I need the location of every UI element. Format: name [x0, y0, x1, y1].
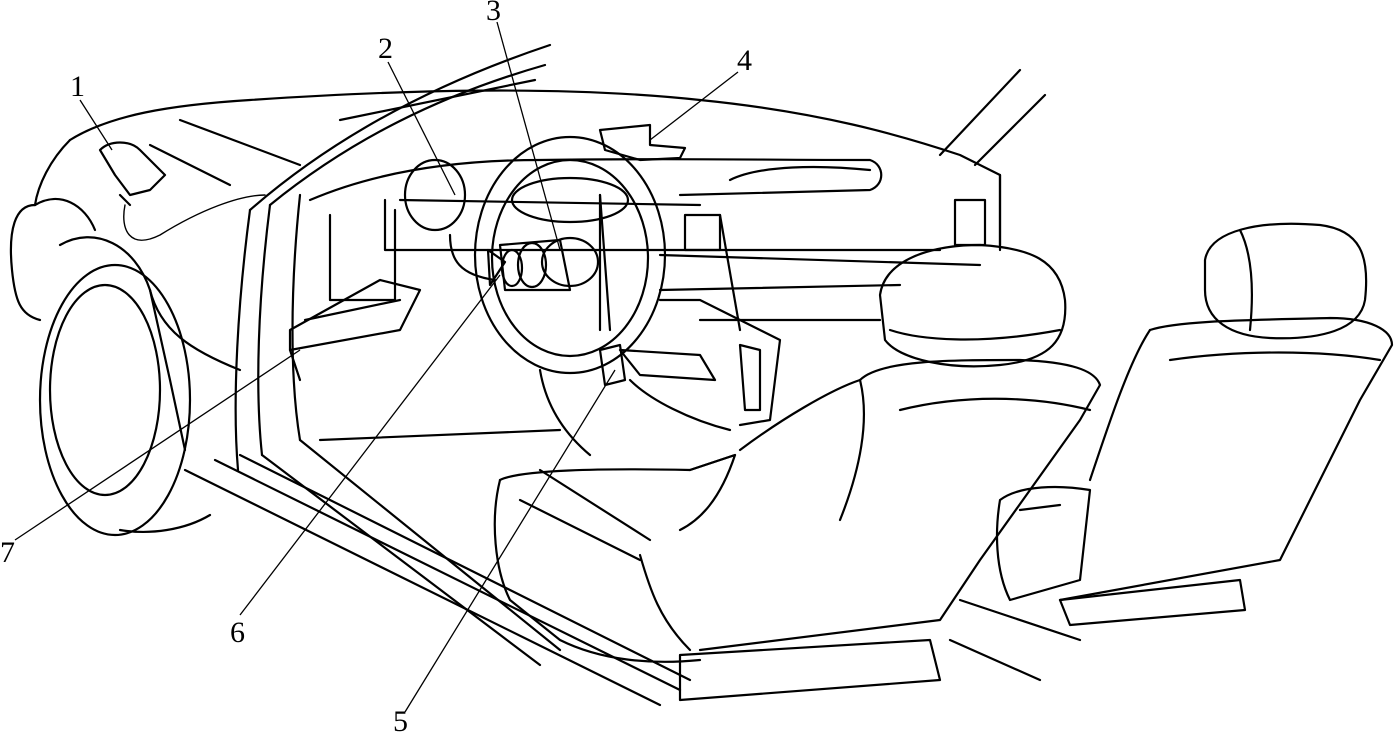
- leader-6: [239, 274, 501, 616]
- callout-3: 3: [486, 0, 501, 27]
- dashboard: [288, 123, 987, 382]
- sensor-unit: [598, 343, 627, 387]
- leader-lines: [14, 21, 739, 713]
- wiring-harness: [123, 194, 266, 241]
- rear-seat: [948, 222, 1394, 682]
- leader-1: [79, 99, 113, 151]
- leader-2: [387, 61, 456, 196]
- callout-labels: 1 2 3 4 5 6 7: [0, 0, 752, 732]
- callout-2: 2: [378, 32, 393, 65]
- front-wheel-rim: [48, 283, 162, 497]
- front-seat: [493, 243, 1102, 702]
- front-wheel: [38, 263, 192, 537]
- leader-5: [404, 369, 616, 713]
- callout-5: 5: [393, 705, 408, 732]
- front-headrest: [878, 243, 1067, 368]
- center-console: [628, 213, 782, 432]
- callout-6: 6: [230, 616, 245, 649]
- car-body: [9, 43, 1047, 707]
- callout-1: 1: [70, 70, 85, 103]
- leader-7: [14, 349, 301, 541]
- vent: [598, 123, 687, 162]
- airbag-module: [540, 236, 600, 288]
- steering-wheel: [473, 135, 667, 375]
- front-sensor: [98, 141, 266, 241]
- leader-3: [496, 21, 561, 251]
- steering-assembly: [403, 135, 717, 457]
- rear-headrest: [1203, 222, 1368, 340]
- callout-4: 4: [737, 44, 752, 77]
- callout-7: 7: [0, 536, 15, 569]
- leader-4: [649, 71, 739, 141]
